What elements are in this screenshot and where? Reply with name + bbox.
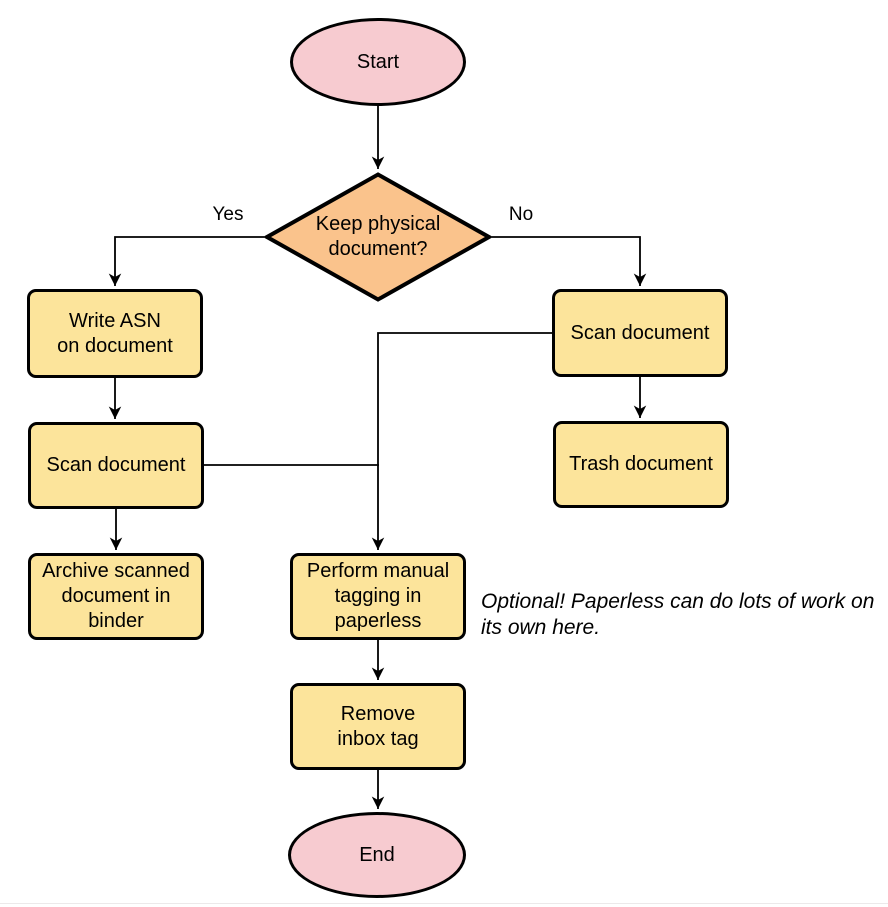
diamond-shape — [264, 172, 492, 302]
node-trash-label: Trash document — [569, 453, 713, 475]
node-scan-document-right: Scan document — [552, 289, 728, 377]
edge-scan-right-to-tagging — [371, 332, 552, 550]
node-remove-inbox-tag: Remove inbox tag — [290, 683, 466, 770]
node-end-label: End — [359, 843, 395, 866]
node-start: Start — [290, 18, 466, 106]
node-tagging-label: Perform manual tagging in paperless — [306, 560, 450, 632]
node-scan-right-label: Scan document — [570, 321, 710, 344]
edge-decision-no-to-scan-right — [492, 236, 647, 286]
node-write-asn-label: Write ASN on document — [57, 309, 173, 357]
optional-note: Optional! Paperless can do lots of work … — [481, 590, 875, 639]
node-start-label: Start — [356, 50, 400, 73]
node-trash-document: Trash document — [553, 421, 729, 508]
node-write-asn: Write ASN on document — [27, 289, 203, 378]
node-perform-manual-tagging: Perform manual tagging in paperless — [290, 553, 466, 640]
bottom-divider — [0, 903, 888, 904]
node-decision-keep-physical-document: Keep physical document? — [264, 172, 492, 302]
node-archive-label: Archive scanned document in binder — [42, 560, 190, 632]
node-scan-left-label: Scan document — [46, 454, 186, 476]
edge-decision-yes-to-write-asn — [108, 236, 264, 286]
node-remove-inbox-label: Remove inbox tag — [337, 702, 419, 750]
edge-label-no: No — [508, 204, 534, 225]
node-decision-label: Keep physical document? — [315, 213, 441, 260]
node-archive-scanned-document: Archive scanned document in binder — [28, 553, 204, 640]
edge-label-yes: Yes — [212, 204, 244, 225]
node-scan-document-left: Scan document — [28, 422, 204, 509]
node-end: End — [288, 812, 466, 898]
